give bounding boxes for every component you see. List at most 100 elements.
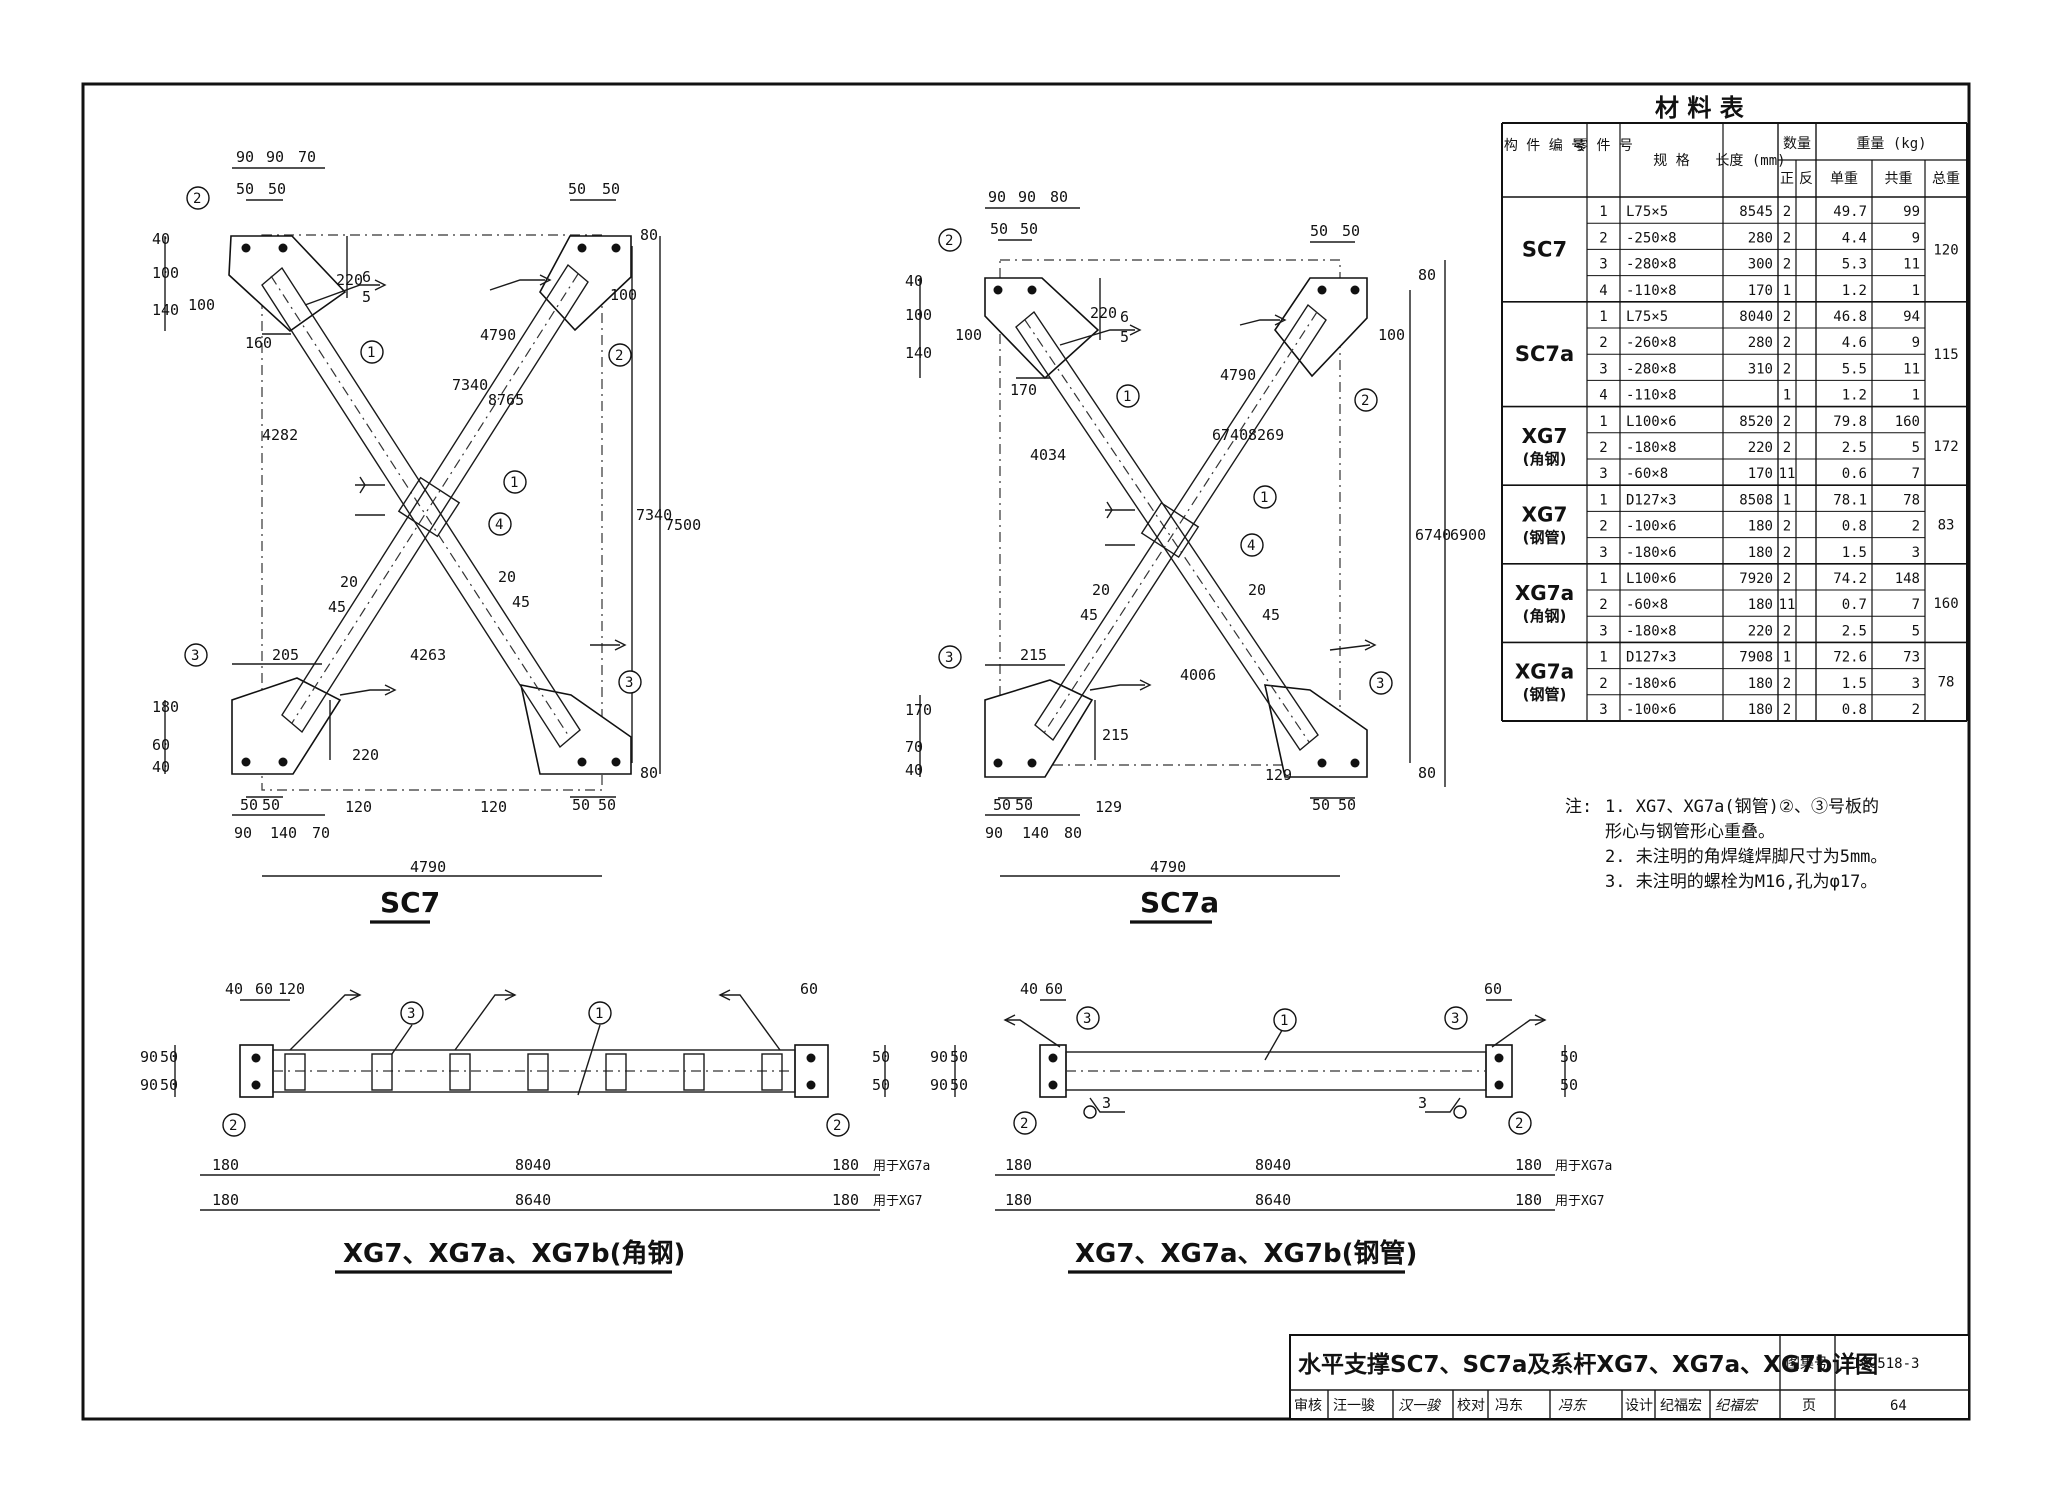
cell-unit-weight: 1.5	[1842, 545, 1867, 561]
svg-text:50: 50	[1560, 1076, 1578, 1094]
cell-length: 280	[1748, 335, 1773, 351]
cell-spec: -180×6	[1626, 545, 1677, 561]
svg-text:用于XG7: 用于XG7	[1555, 1194, 1604, 1209]
cell-unit-weight: 2.5	[1842, 440, 1867, 456]
header-spec: 规 格	[1653, 153, 1689, 169]
svg-text:50: 50	[1342, 222, 1360, 240]
svg-text:4790: 4790	[1220, 366, 1256, 384]
cell-part: 2	[1599, 335, 1607, 351]
sc7-dimension-text: 90 90 70 50 50 50 50 40 100 140 180 60 4…	[152, 148, 701, 876]
cell-part: 2	[1599, 676, 1607, 692]
svg-text:6: 6	[1120, 308, 1129, 326]
svg-text:120: 120	[480, 798, 507, 816]
cell-length: 220	[1748, 623, 1773, 639]
sc7-gusset-plate-top-left	[228, 235, 347, 333]
svg-text:8765: 8765	[488, 391, 524, 409]
sc7-bolt-hole	[241, 757, 251, 767]
sc7-diagonal-angle-2	[281, 263, 589, 734]
cell-length: 310	[1748, 361, 1773, 377]
sc7-filler-plate-4	[397, 476, 461, 538]
cell-length: 220	[1748, 440, 1773, 456]
svg-text:50: 50	[1560, 1048, 1578, 1066]
cell-part: 4	[1599, 388, 1607, 404]
cell-unit-weight: 1.2	[1842, 388, 1867, 404]
cell-sum-weight: 7	[1912, 597, 1920, 613]
sc7-view-title: SC7	[380, 886, 440, 919]
svg-text:50: 50	[990, 220, 1008, 238]
cell-part: 2	[1599, 597, 1607, 613]
cell-sum-weight: 9	[1912, 335, 1920, 351]
sc7a-bolt-hole	[1350, 285, 1360, 295]
svg-text:220: 220	[336, 271, 363, 289]
sc7a-diagonal-angle-1	[1015, 310, 1319, 752]
cell-qty: 2	[1783, 519, 1791, 535]
svg-text:4790: 4790	[480, 326, 516, 344]
note-line: 3. 未注明的螺栓为M16,孔为φ17。	[1605, 872, 1877, 892]
cell-spec: -180×8	[1626, 623, 1677, 639]
cell-length: 180	[1748, 676, 1773, 692]
svg-text:180: 180	[212, 1156, 239, 1174]
cell-sum-weight: 2	[1912, 519, 1920, 535]
cell-sum-weight: 5	[1912, 623, 1920, 639]
cell-sum-weight: 3	[1912, 545, 1920, 561]
cell-spec: -100×6	[1626, 519, 1677, 535]
svg-text:180: 180	[832, 1156, 859, 1174]
cell-spec: L75×5	[1626, 309, 1668, 325]
svg-text:80: 80	[1064, 824, 1082, 842]
cell-part: 3	[1599, 623, 1607, 639]
xg-pipe-bolt-hole	[1494, 1080, 1504, 1090]
svg-text:100: 100	[188, 296, 215, 314]
cell-unit-weight: 2.5	[1842, 623, 1867, 639]
cell-spec: D127×3	[1626, 650, 1677, 666]
sc7-weld-symbols	[304, 274, 627, 696]
header-weight: 重量 (kg)	[1856, 136, 1926, 152]
cell-spec: -60×8	[1626, 466, 1668, 482]
cell-qty: 2	[1783, 335, 1791, 351]
cell-total-weight: 172	[1933, 439, 1958, 455]
svg-text:2: 2	[615, 348, 623, 364]
svg-text:140: 140	[152, 301, 179, 319]
svg-text:8269: 8269	[1248, 426, 1284, 444]
svg-text:60: 60	[1484, 980, 1502, 998]
sc7-bolt-hole	[577, 757, 587, 767]
svg-text:冯东: 冯东	[1495, 1398, 1523, 1414]
svg-text:90: 90	[1018, 188, 1036, 206]
notes-label: 注:	[1565, 797, 1592, 817]
svg-text:2: 2	[833, 1118, 841, 1134]
svg-text:用于XG7: 用于XG7	[873, 1194, 922, 1209]
svg-text:4263: 4263	[410, 646, 446, 664]
svg-text:90: 90	[985, 824, 1003, 842]
svg-text:2: 2	[1361, 393, 1369, 409]
cell-part: 2	[1599, 230, 1607, 246]
sc7-bolt-hole	[611, 243, 621, 253]
cell-unit-weight: 0.6	[1842, 466, 1867, 482]
cell-unit-weight: 79.8	[1833, 414, 1867, 430]
xg-angle-bolt-hole	[806, 1053, 816, 1063]
xg-pipe-dimension-lines	[954, 999, 1566, 1211]
cell-unit-weight: 49.7	[1833, 204, 1867, 220]
svg-text:20: 20	[498, 568, 516, 586]
svg-text:8040: 8040	[1255, 1156, 1291, 1174]
cell-qty: 11	[1779, 597, 1796, 613]
cell-part: 2	[1599, 440, 1607, 456]
cell-sum-weight: 94	[1903, 309, 1920, 325]
cell-member: XG7	[1522, 503, 1568, 527]
cell-part: 1	[1599, 204, 1607, 220]
svg-text:180: 180	[212, 1191, 239, 1209]
svg-text:80: 80	[1050, 188, 1068, 206]
cell-qty: 1	[1783, 650, 1791, 666]
svg-text:60: 60	[1045, 980, 1063, 998]
cell-unit-weight: 4.6	[1842, 335, 1867, 351]
sheet-border	[81, 82, 1971, 1421]
sc7a-bolt-hole	[993, 285, 1003, 295]
cell-part: 2	[1599, 519, 1607, 535]
svg-text:50: 50	[160, 1048, 178, 1066]
svg-text:冯东: 冯东	[1558, 1398, 1588, 1414]
svg-text:50: 50	[160, 1076, 178, 1094]
svg-text:7340: 7340	[452, 376, 488, 394]
cell-total-weight: 120	[1933, 242, 1958, 258]
svg-text:汉一骏: 汉一骏	[1398, 1398, 1442, 1414]
svg-text:180: 180	[1005, 1156, 1032, 1174]
cell-sum-weight: 148	[1895, 571, 1920, 587]
